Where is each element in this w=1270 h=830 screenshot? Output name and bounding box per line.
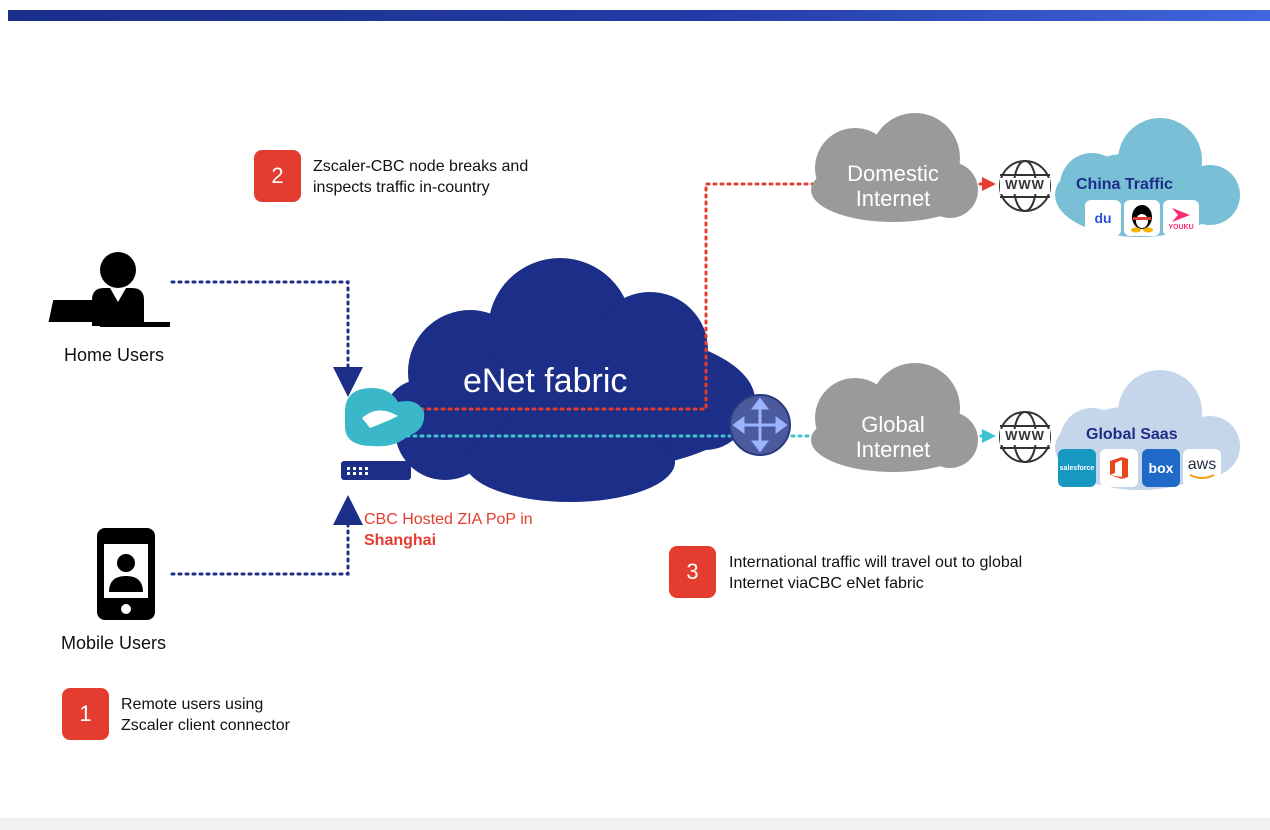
global-internet-cloud: [811, 363, 978, 472]
www-globe-icon-domestic: [999, 160, 1051, 212]
mobile-users-label: Mobile Users: [61, 633, 167, 653]
global-saas-title: Global Saas: [1086, 426, 1178, 443]
pop-label-city: Shanghai: [364, 532, 437, 549]
home-user-icon: [48, 252, 170, 327]
domestic-arrow-head: [982, 177, 996, 191]
www-label-global: WWW: [1005, 428, 1045, 443]
enet-fabric-label: eNet fabric: [463, 362, 628, 400]
step-1-note: Remote users using Zscaler client connec…: [121, 694, 290, 736]
salesforce-icon-text: salesforce: [1059, 464, 1095, 472]
aws-smile-shape: [1189, 474, 1215, 479]
youku-play-shape: [1172, 207, 1190, 222]
step-3-note: International traffic will travel out to…: [729, 552, 1022, 594]
office-shape: [1110, 457, 1128, 479]
domestic-line2: Internet: [855, 186, 931, 211]
baidu-icon: du: [1085, 200, 1121, 236]
step-3-badge: 3: [669, 546, 716, 598]
www-label-domestic: WWW: [1005, 177, 1045, 192]
qq-icon: [1124, 200, 1160, 236]
user-connector-lines: [170, 280, 363, 576]
global-line1: Global: [861, 412, 925, 437]
china-traffic-title: China Traffic: [1076, 176, 1173, 193]
global-saas-cloud: [1055, 370, 1240, 490]
qq-penguin-shape: [1131, 205, 1153, 233]
global-arrow-head: [982, 429, 996, 443]
www-globe-icon-global: [999, 411, 1051, 463]
box-icon: box: [1142, 449, 1180, 487]
step-3-line1: International traffic will travel out to…: [729, 554, 1023, 571]
baidu-icon-text: du: [1094, 210, 1112, 226]
step-3-line2: Internet viaCBC eNet fabric: [729, 575, 924, 592]
top-accent-bar: [8, 10, 1270, 21]
youku-icon: YOUKU: [1163, 200, 1199, 236]
domestic-line1: Domestic: [847, 161, 939, 186]
step-2-line2: inspects traffic in-country: [313, 179, 490, 196]
bottom-strip: [0, 818, 1270, 830]
home-users-label: Home Users: [64, 345, 165, 365]
enet-fabric-cloud: [385, 258, 755, 502]
global-line2: Internet: [855, 437, 931, 462]
pop-label: CBC Hosted ZIA PoP in Shanghai: [364, 509, 533, 551]
step-1-badge: 1: [62, 688, 109, 740]
office-icon: [1100, 449, 1138, 487]
global-internet-label: Global Internet: [823, 412, 963, 462]
salesforce-icon: salesforce: [1058, 449, 1096, 487]
aws-icon-text: aws: [1187, 456, 1217, 473]
pop-label-line1: CBC Hosted ZIA PoP in: [364, 511, 533, 528]
box-icon-text: box: [1148, 460, 1174, 476]
aws-icon: aws: [1183, 449, 1221, 487]
domestic-internet-cloud: [811, 113, 978, 222]
step-2-line1: Zscaler-CBC node breaks and: [313, 158, 529, 175]
youku-icon-text: YOUKU: [1168, 223, 1194, 231]
zscaler-node-icon: [341, 388, 425, 480]
router-icon: [729, 394, 791, 456]
step-1-line2: Zscaler client connector: [121, 717, 290, 734]
step-2-badge: 2: [254, 150, 301, 202]
step-1-line1: Remote users using: [121, 696, 264, 713]
domestic-internet-label: Domestic Internet: [823, 161, 963, 211]
mobile-user-icon: [97, 528, 155, 620]
step-2-note: Zscaler-CBC node breaks and inspects tra…: [313, 156, 528, 198]
